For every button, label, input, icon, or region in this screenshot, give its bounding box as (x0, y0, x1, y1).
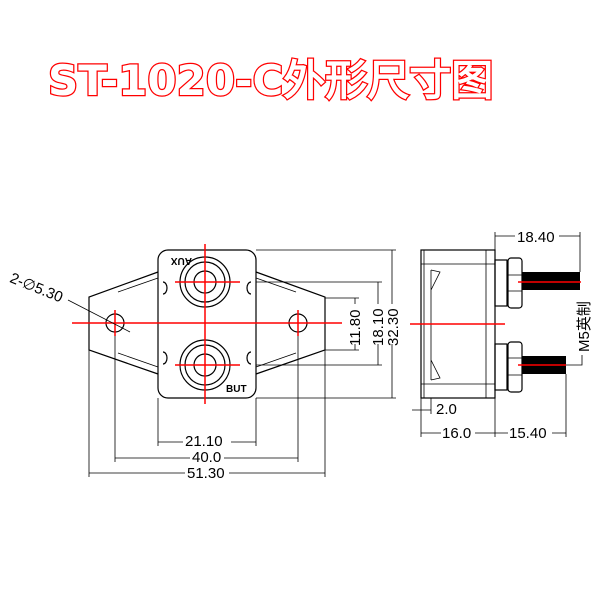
terminal-label-aux: AUX (171, 255, 192, 266)
hole-callout: 2-∅5.30 (7, 270, 65, 307)
dim-18-10: 18.10 (370, 308, 387, 346)
dim-11-80: 11.80 (347, 310, 364, 346)
dim-2-0: 2.0 (436, 401, 457, 418)
dim-15-40: 15.40 (509, 425, 547, 442)
dim-16-0: 16.0 (442, 425, 471, 442)
thread-note: M5英制 (575, 301, 593, 352)
dim-51-30: 51.30 (187, 465, 225, 482)
drawing-title: ST-1020-C外形尺寸图 (48, 56, 493, 105)
side-view: 18.40 2.0 16.0 15.40 M5英制 (410, 228, 593, 442)
mounting-plate (157, 249, 257, 399)
dim-18-40: 18.40 (517, 229, 555, 246)
terminal-label-but: BUT (226, 384, 247, 395)
stud-top (494, 257, 580, 309)
dim-32-30: 32.30 (385, 308, 402, 346)
dim-40-0: 40.0 (192, 449, 221, 466)
front-view: AUX BUT 2-∅5.30 21.10 40.0 51.30 11.80 1… (7, 244, 402, 482)
stud-bottom (494, 341, 566, 393)
dim-21-10: 21.10 (185, 433, 223, 450)
